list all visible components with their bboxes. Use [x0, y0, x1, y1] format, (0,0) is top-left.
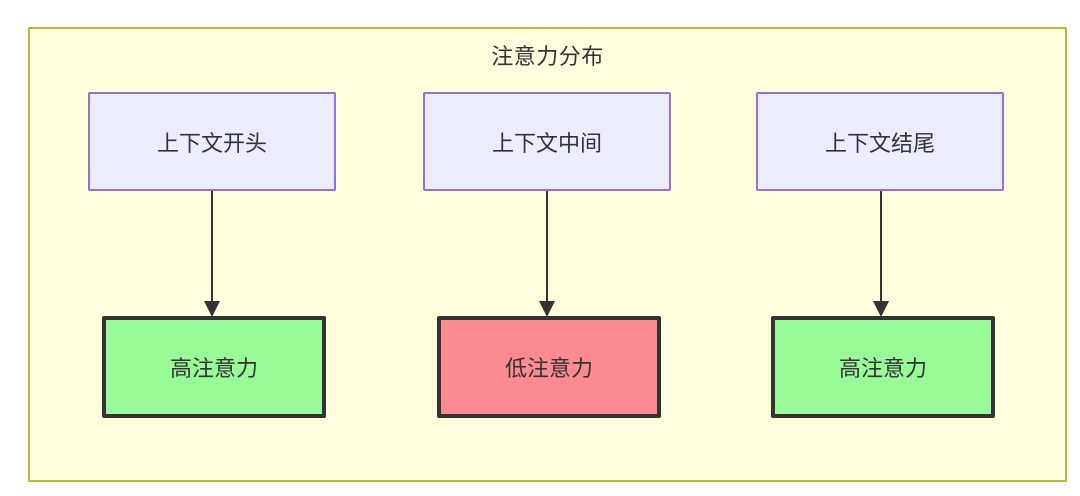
arrow-down-icon [873, 191, 889, 317]
node-attention-low-middle[interactable]: 低注意力 [437, 316, 661, 418]
cluster-title: 注意力分布 [491, 44, 604, 69]
arrow-down-icon [539, 191, 555, 317]
edge-context-end-to-attention [871, 191, 891, 319]
node-label: 上下文开头 [156, 130, 267, 156]
node-label: 高注意力 [838, 356, 927, 381]
node-label: 高注意力 [169, 356, 258, 381]
node-attention-high-start[interactable]: 高注意力 [102, 316, 326, 418]
node-label: 低注意力 [504, 356, 593, 381]
node-label: 上下文中间 [491, 130, 602, 156]
node-context-end[interactable]: 上下文结尾 [756, 92, 1004, 191]
node-context-middle[interactable]: 上下文中间 [423, 92, 671, 191]
node-label: 上下文结尾 [824, 130, 935, 156]
edge-context-start-to-attention [202, 191, 222, 319]
arrow-down-icon [204, 191, 220, 317]
node-context-start[interactable]: 上下文开头 [88, 92, 336, 191]
node-attention-high-end[interactable]: 高注意力 [771, 316, 995, 418]
edge-context-middle-to-attention [537, 191, 557, 319]
